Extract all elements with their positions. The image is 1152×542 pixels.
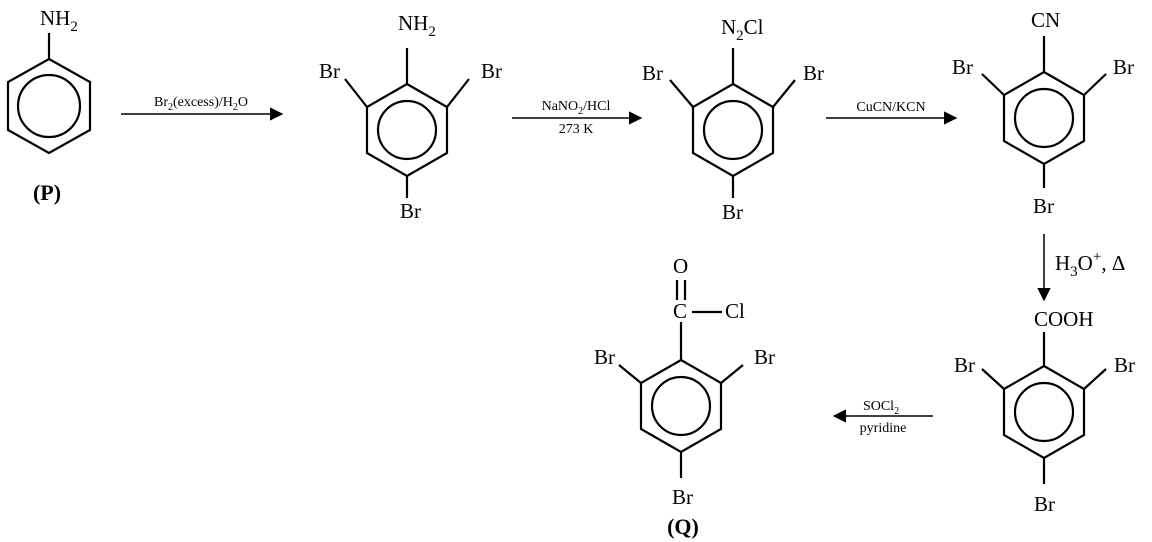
bromo-label-left: Br	[319, 59, 340, 83]
c-br-bond-right	[1083, 368, 1107, 390]
bromo-label-right: Br	[803, 61, 824, 85]
bromo-label-bottom: Br	[400, 199, 421, 223]
arrow-diazotization: NaNO2/HCl 273 K	[512, 99, 643, 137]
compound-nitrile: CN Br Br Br	[952, 8, 1134, 218]
aromatic-circle	[650, 375, 712, 437]
compound-p-tag: (P)	[33, 180, 61, 205]
bromo-label-bottom: Br	[1034, 492, 1055, 516]
bromo-label-left: Br	[642, 61, 663, 85]
pyridine-label: pyridine	[860, 421, 907, 436]
bromo-label-right: Br	[754, 345, 775, 369]
bromo-label-bottom: Br	[722, 200, 743, 224]
compound-tribromoaniline: NH2 Br Br Br	[319, 11, 502, 223]
compound-q: O C Cl Br Br Br (Q)	[594, 254, 775, 539]
arrow-bromination: Br2(excess)/H2O	[121, 95, 284, 121]
bromo-label-right: Br	[1114, 353, 1135, 377]
c-br-bond-left	[981, 368, 1005, 390]
bromo-label-left: Br	[952, 55, 973, 79]
aromatic-circle	[1013, 381, 1075, 443]
c-br-bond-left	[669, 79, 694, 108]
bromo-label-right: Br	[481, 59, 502, 83]
sandmeyer-reagent-label: CuCN/KCN	[856, 100, 925, 115]
aromatic-circle	[1013, 87, 1075, 149]
c-br-bond-right	[772, 79, 796, 108]
amino-group-label: NH2	[398, 11, 436, 40]
carbonyl-carbon-label: C	[673, 299, 687, 323]
amino-group-label: NH2	[40, 6, 78, 35]
diazotization-reagent-label: NaNO2/HCl	[542, 99, 611, 117]
c-br-bond-right	[1083, 73, 1107, 96]
thionyl-chloride-label: SOCl2	[863, 399, 899, 417]
c-br-bond-left	[344, 78, 368, 108]
carbonyl-oxygen-label: O	[673, 254, 688, 278]
bromo-label-left: Br	[594, 345, 615, 369]
benzene-ring	[6, 57, 92, 155]
carboxyl-group-label: COOH	[1034, 307, 1094, 331]
bromo-label-right: Br	[1113, 55, 1134, 79]
arrow-acyl-chloride-formation: SOCl2 pyridine	[832, 399, 933, 436]
arrow-hydrolysis: H3O+, Δ	[1037, 234, 1125, 302]
c-br-bond-right	[446, 78, 470, 108]
compound-diazonium-salt: N2Cl Br Br Br	[642, 15, 824, 224]
compound-q-tag: (Q)	[667, 514, 699, 539]
bromo-label-bottom: Br	[1033, 194, 1054, 218]
aromatic-circle	[376, 99, 438, 161]
cyano-group-label: CN	[1031, 8, 1060, 32]
compound-p: NH2 (P)	[6, 6, 92, 205]
c-br-bond-left	[618, 364, 642, 384]
compound-carboxylic-acid: COOH Br Br Br	[954, 307, 1135, 516]
diazonium-group-label: N2Cl	[721, 15, 764, 44]
bromo-label-bottom: Br	[672, 485, 693, 509]
aromatic-circle	[702, 99, 764, 161]
bromination-reagent-label: Br2(excess)/H2O	[154, 95, 248, 113]
chlorine-label: Cl	[725, 299, 745, 323]
arrow-sandmeyer: CuCN/KCN	[826, 100, 958, 125]
bromo-label-left: Br	[954, 353, 975, 377]
c-br-bond-right	[720, 364, 744, 384]
c-br-bond-left	[981, 73, 1005, 96]
hydrolysis-reagent-label: H3O+, Δ	[1055, 249, 1125, 280]
temperature-label: 273 K	[559, 122, 594, 137]
aromatic-circle	[16, 73, 82, 139]
